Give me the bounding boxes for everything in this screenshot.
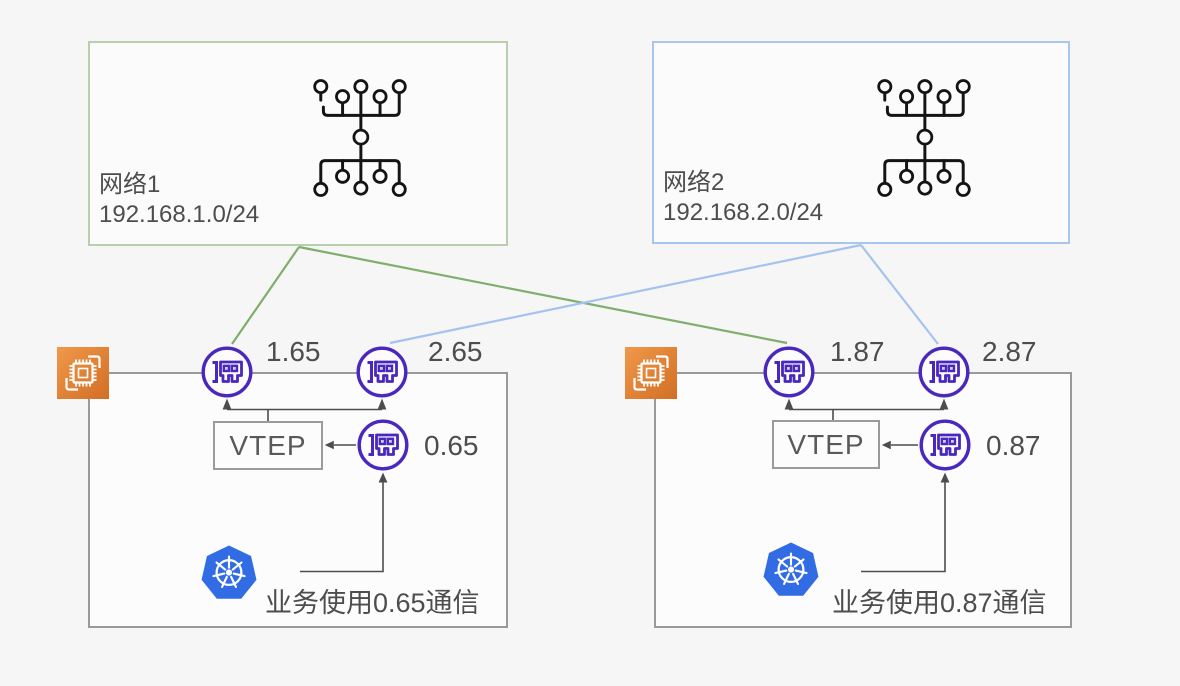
- host1-nic3-icon: [356, 418, 410, 472]
- host2-nic1-icon: [762, 345, 816, 399]
- host2-note: 业务使用0.87通信: [832, 588, 1047, 618]
- host1-box: [88, 372, 508, 628]
- host1-note: 业务使用0.65通信: [265, 588, 480, 618]
- network1-cidr: 192.168.1.0/24: [99, 201, 260, 228]
- network2-to-host1-nic2-line: [389, 243, 862, 345]
- host2-nic2-icon: [917, 345, 971, 399]
- host2-vtep-box: VTEP: [772, 420, 880, 469]
- host2-nic3-label: 0.87: [986, 430, 1041, 461]
- host1-nic1-label: 1.65: [266, 336, 321, 367]
- network1-to-host2-nic1-line: [298, 245, 788, 345]
- host1-compute-icon: [57, 347, 109, 399]
- host1-nic1-icon: [200, 345, 254, 399]
- host1-vtep-box: VTEP: [213, 421, 323, 470]
- network1-label: 网络1 192.168.1.0/24: [99, 170, 259, 230]
- host1-nic2-icon: [355, 345, 409, 399]
- host1-nic3-label: 0.65: [424, 430, 479, 461]
- network1-name: 网络1: [99, 171, 161, 198]
- host1-vtep-label: VTEP: [229, 429, 307, 461]
- host2-compute-icon: [625, 347, 677, 399]
- network-topology-icon: [311, 77, 409, 199]
- network2-cidr: 192.168.2.0/24: [663, 199, 824, 226]
- network2-box: 网络2 192.168.2.0/24: [652, 41, 1070, 244]
- host2-vtep-label: VTEP: [787, 428, 865, 460]
- network2-name: 网络2: [663, 169, 725, 196]
- network2-to-host2-nic2-line: [860, 244, 939, 345]
- host1-nic2-label: 2.65: [428, 336, 483, 367]
- host1-kubernetes-icon: [200, 543, 258, 603]
- network2-label: 网络2 192.168.2.0/24: [663, 168, 823, 228]
- network1-to-host1-nic1-line: [231, 246, 300, 345]
- host2-nic3-icon: [918, 418, 972, 472]
- network-topology-icon: [875, 77, 973, 199]
- network1-box: 网络1 192.168.1.0/24: [88, 41, 508, 246]
- host2-nic2-label: 2.87: [982, 336, 1037, 367]
- host2-kubernetes-icon: [762, 540, 820, 600]
- host2-nic1-label: 1.87: [830, 336, 885, 367]
